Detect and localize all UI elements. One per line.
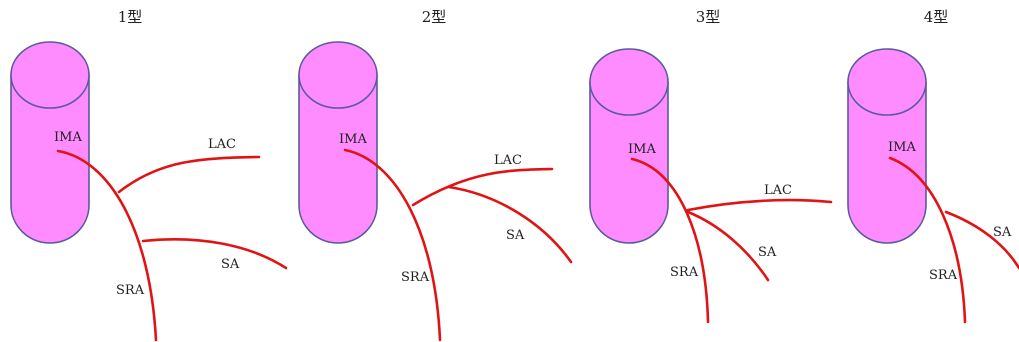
ima-cylinder bbox=[847, 48, 927, 244]
sa-label: SA bbox=[993, 225, 1012, 240]
panel-type-1: 1型 IMA LAC SA SRA bbox=[10, 8, 288, 342]
panel-title: 3型 bbox=[696, 8, 721, 26]
lac-vessel bbox=[411, 167, 554, 207]
panel-type-3: 3型 IMA LAC SA SRA bbox=[589, 8, 833, 324]
sra-label: SRA bbox=[929, 268, 958, 283]
ima-label: IMA bbox=[339, 132, 367, 147]
panel-title: 4型 bbox=[924, 8, 949, 26]
sa-vessel bbox=[141, 238, 288, 270]
ima-cylinder bbox=[298, 41, 378, 244]
sra-vessel bbox=[343, 148, 442, 342]
lac-label: LAC bbox=[208, 137, 236, 152]
sra-vessel bbox=[630, 157, 710, 324]
ima-cylinder bbox=[10, 41, 90, 244]
ima-label: IMA bbox=[54, 130, 82, 145]
sra-label: SRA bbox=[670, 265, 699, 280]
ima-label: IMA bbox=[628, 142, 656, 157]
lac-label: LAC bbox=[494, 153, 522, 168]
ima-cylinder bbox=[589, 48, 669, 244]
sa-vessel bbox=[447, 185, 573, 264]
sra-vessel bbox=[888, 156, 967, 324]
sa-label: SA bbox=[758, 245, 777, 260]
panel-title: 1型 bbox=[118, 8, 143, 26]
ima-label: IMA bbox=[888, 140, 916, 155]
sra-label: SRA bbox=[401, 270, 430, 285]
panel-type-2: 2型 IMA LAC SA SRA bbox=[298, 8, 573, 342]
panel-type-4: 4型 IMA SA SRA bbox=[847, 8, 1019, 324]
sa-label: SA bbox=[221, 257, 240, 272]
lac-vessel bbox=[686, 198, 833, 212]
sra-label: SRA bbox=[116, 283, 145, 298]
panel-title: 2型 bbox=[422, 8, 447, 26]
sa-vessel bbox=[686, 210, 770, 282]
sra-vessel bbox=[56, 149, 158, 342]
sa-vessel bbox=[944, 210, 1019, 270]
sa-label: SA bbox=[506, 228, 525, 243]
lac-label: LAC bbox=[764, 183, 792, 198]
lac-vessel bbox=[117, 155, 261, 194]
